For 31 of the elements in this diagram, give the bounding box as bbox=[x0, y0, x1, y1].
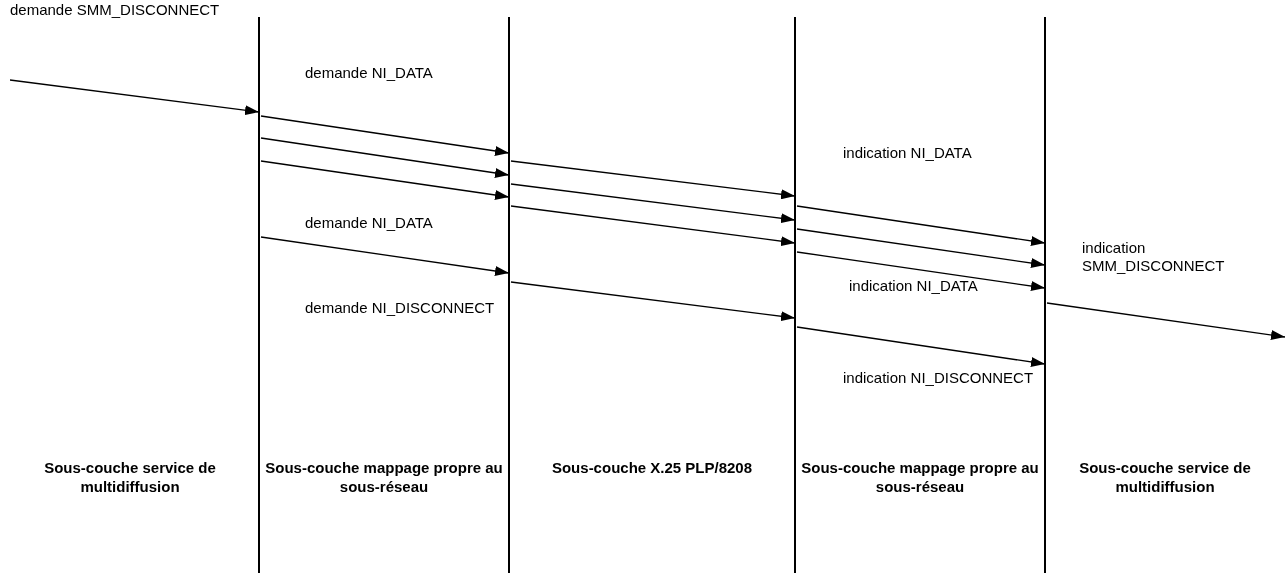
layer-title: Sous-couche service de multidiffusion bbox=[1078, 458, 1252, 496]
primitive-label: demande NI_DATA bbox=[305, 214, 434, 232]
arrow bbox=[260, 137, 510, 178]
arrow bbox=[260, 115, 510, 156]
layer-title: Sous-couche mappage propre au sous-réseau bbox=[264, 458, 504, 496]
primitive-label: indication NI_DATA bbox=[843, 144, 973, 162]
layer-title: Sous-couche service de multidiffusion bbox=[43, 458, 217, 496]
arrow bbox=[510, 183, 796, 224]
arrow bbox=[796, 251, 1046, 291]
layer-boundary-line bbox=[508, 17, 510, 573]
primitive-label: indication NI_DISCONNECT bbox=[843, 369, 1035, 387]
primitive-label: indication NI_DATA bbox=[849, 277, 979, 295]
arrow bbox=[796, 228, 1046, 268]
primitive-label: demande NI_DATA bbox=[305, 64, 434, 82]
arrow bbox=[260, 236, 510, 276]
arrow bbox=[260, 160, 510, 200]
layer-boundary-line bbox=[1044, 17, 1046, 573]
arrow bbox=[510, 281, 796, 322]
primitive-label: demande SMM_DISCONNECT bbox=[10, 1, 221, 19]
arrow bbox=[510, 160, 796, 200]
arrow bbox=[9, 79, 260, 116]
arrow bbox=[510, 205, 796, 247]
arrow bbox=[796, 205, 1046, 246]
layer-boundary-line bbox=[794, 17, 796, 573]
layer-boundary-line bbox=[258, 17, 260, 573]
primitive-label: indication SMM_DISCONNECT bbox=[1082, 239, 1226, 275]
primitive-label: demande NI_DISCONNECT bbox=[305, 299, 496, 317]
layer-title: Sous-couche mappage propre au sous-réseau bbox=[800, 458, 1040, 496]
arrow bbox=[796, 326, 1046, 367]
layer-title: Sous-couche X.25 PLP/8208 bbox=[550, 458, 754, 477]
arrow bbox=[1046, 302, 1286, 340]
